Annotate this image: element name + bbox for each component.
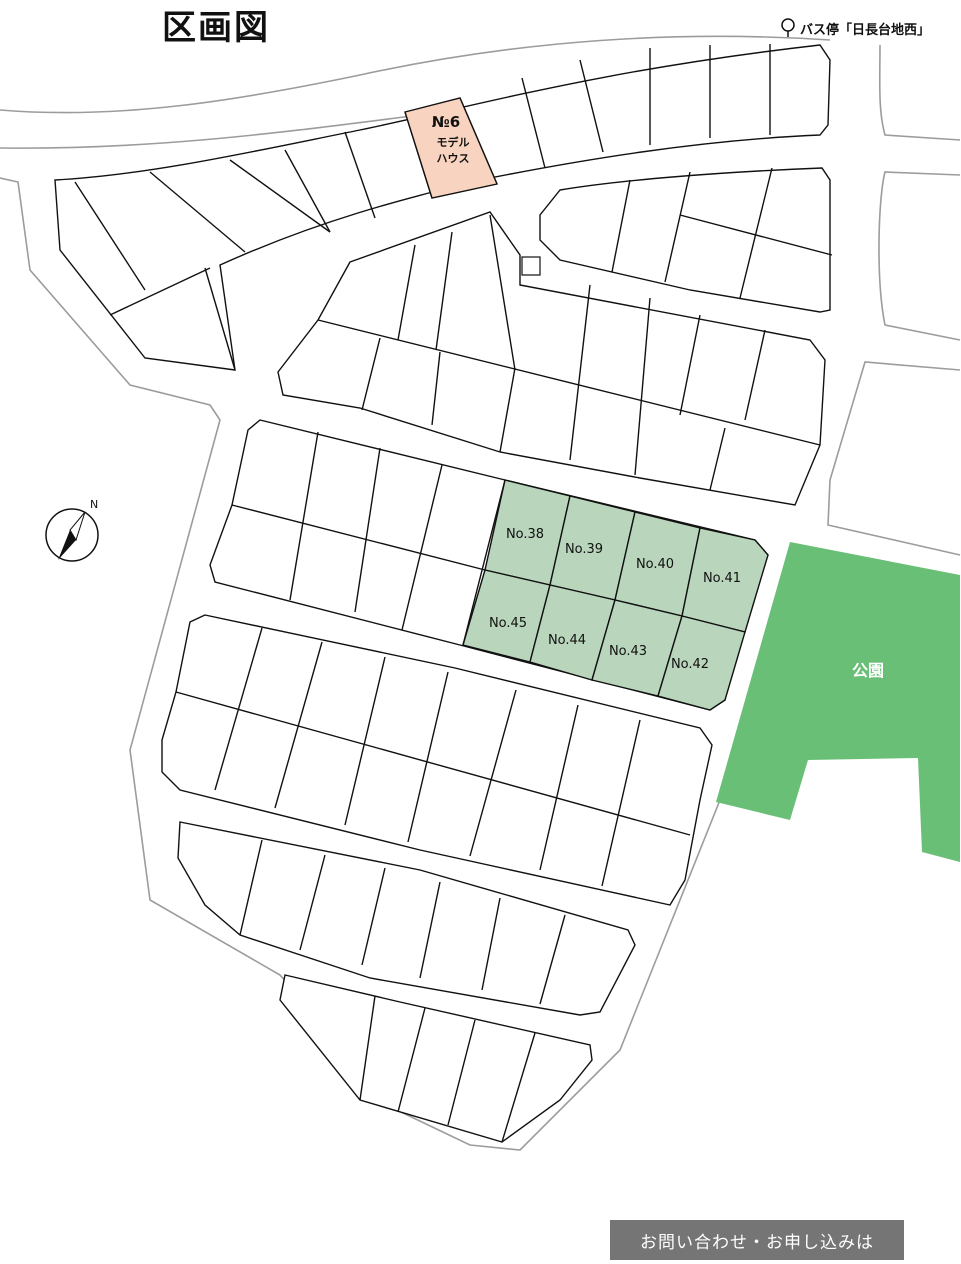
lot-label: No.38 [506,527,544,542]
block-d [209,419,769,711]
lot-model-house[interactable] [404,97,498,199]
model-house-line1: モデル [437,135,470,149]
bus-stop-label: バス停「日長台地西」 [800,22,931,38]
contact-button[interactable]: お問い合わせ・お申し込みは [610,1220,904,1260]
road-edge [0,114,421,149]
lot-42[interactable] [657,615,746,711]
lot-label: No.39 [565,542,603,557]
road-edge [878,44,961,141]
block-c [277,211,826,506]
pin-icon [781,18,795,37]
lot-label: No.40 [636,557,674,572]
model-house-number: №6 [432,113,460,131]
lot-label: No.44 [548,633,586,648]
park-label: 公園 [852,661,884,680]
lot-label: No.42 [671,657,709,672]
model-house-line2: ハウス [437,152,470,165]
block-a [54,44,831,371]
lot-41[interactable] [681,527,769,633]
road-edge [0,35,831,114]
road-edge [878,171,961,341]
compass-label: N [90,498,98,511]
block-b [539,167,833,313]
road-edge [0,177,761,1151]
road-edge [827,361,961,556]
bus-stop-legend: バス停「日長台地西」 [780,18,930,38]
park-area [716,542,960,862]
lot-label: No.41 [703,571,741,586]
block-e [161,614,713,906]
lot-label: No.43 [609,644,647,659]
block-g [279,974,593,1143]
page-title: 区画図 [162,8,270,48]
block-f [177,821,636,1016]
lot-label: No.45 [489,616,527,631]
north-arrow-icon: N [45,498,99,562]
